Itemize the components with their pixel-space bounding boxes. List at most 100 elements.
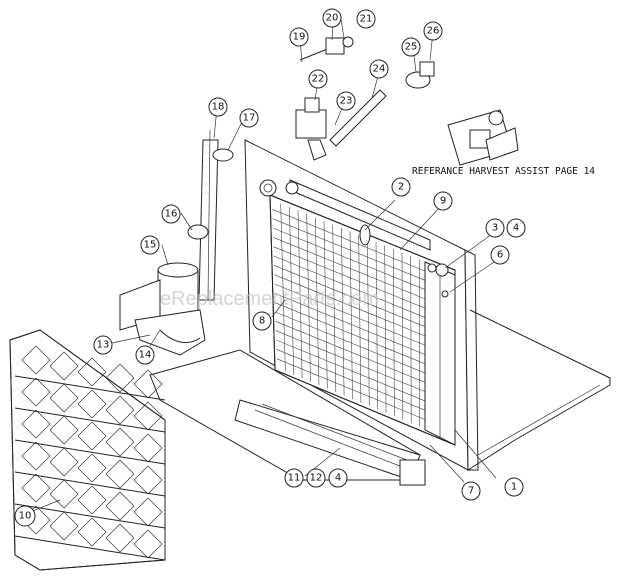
curtain-rib [14,471,166,497]
grid-line [272,218,429,282]
callout-label: 6 [497,250,503,261]
curtain-diamond [21,345,51,375]
grid-line [274,283,429,347]
callout-8: 8 [252,311,272,331]
curtain-diamond [133,401,163,431]
grid-line [276,358,429,421]
callout-18: 18 [208,97,228,117]
callout-label: 18 [212,102,225,113]
top-tube [259,179,431,251]
curtain-diamond [133,529,163,559]
curtain-diamond [77,453,107,483]
callout-15: 15 [140,235,160,255]
evaporator [269,194,456,446]
callout-label: 1 [511,482,517,493]
callout-label: 13 [97,340,110,351]
callout-label: 23 [340,96,353,107]
curtain-diamond [49,415,79,445]
callout-label: 11 [288,473,301,484]
curtain-diamond [49,351,79,381]
callout-label: 17 [243,113,256,124]
callout-label: 4 [335,473,341,484]
callout-23: 23 [336,91,356,111]
callout-label: 2 [398,182,404,193]
callout-label: 3 [492,223,498,234]
callout-label: 10 [19,511,32,522]
callout-1: 1 [504,477,524,497]
curtain-diamond [49,479,79,509]
callout-9: 9 [433,191,453,211]
curtain-diamond [49,383,79,413]
curtain-diamond [105,427,135,457]
callout-label: 22 [312,74,325,85]
callout-label: 12 [310,473,323,484]
callout-13: 13 [93,335,113,355]
curtain-rib [14,439,166,465]
grid-line [276,349,429,412]
callout-19: 19 [289,27,309,47]
grid-line [274,302,429,366]
right-fittings [427,263,449,298]
callout-21: 21 [356,9,376,29]
callout-label: 21 [360,14,373,25]
callout-20: 20 [322,8,342,28]
curtain-diamond [133,497,163,527]
water-trough [149,349,426,486]
callout-24: 24 [369,59,389,79]
callout-10: 10 [14,505,36,527]
harvest-assist-note: REFERANCE HARVEST ASSIST PAGE 14 [412,166,595,177]
callout-26: 26 [423,21,443,41]
callout-label: 24 [373,64,386,75]
curtain-diamond [21,473,51,503]
curtain-rib [14,407,166,433]
curtain-diamond [105,523,135,553]
curtain-diamond [21,441,51,471]
splash-curtain [9,329,166,571]
grid-line [274,274,429,338]
callout-12: 12 [306,468,326,488]
curtain-diamond [133,465,163,495]
grid-line [275,321,429,384]
callout-25: 25 [401,37,421,57]
curtain-diamond [21,409,51,439]
callout-16: 16 [161,204,181,224]
watermark-text: eReplacementParts.com [160,288,379,310]
callout-label: 25 [405,42,418,53]
curtain-diamond [105,491,135,521]
curtain-diamond [105,395,135,425]
callout-label: 19 [293,32,306,43]
curtain-rib [14,375,166,401]
curtain-diamond [105,363,135,393]
callout-4-lower: 4 [328,468,348,488]
callout-7: 7 [461,481,481,501]
curtain-diamond [49,511,79,541]
grid-line [272,237,429,301]
curtain-rib [14,535,166,561]
grid-line [274,293,429,357]
curtain-diamond [49,447,79,477]
callout-label: 8 [259,316,265,327]
callout-17: 17 [239,108,259,128]
grid-line [276,339,429,403]
curtain-diamond [105,459,135,489]
callout-22: 22 [308,69,328,89]
callout-label: 20 [326,13,339,24]
grid-line [273,255,429,319]
callout-4-upper: 4 [506,218,526,238]
callout-label: 16 [165,209,178,220]
vertical-hose [187,129,234,301]
switch-assembly [405,61,435,89]
grid-line [275,330,429,394]
curtain-diamond [133,433,163,463]
curtain-diamond [21,377,51,407]
curtain-diamond [77,517,107,547]
grid-line [273,265,429,329]
curtain-diamond [77,389,107,419]
curtain-diamond [77,421,107,451]
callout-11: 11 [284,468,304,488]
grid-line [272,227,429,292]
callout-6: 6 [490,245,510,265]
water-valve [295,36,387,161]
callout-label: 7 [468,486,474,497]
